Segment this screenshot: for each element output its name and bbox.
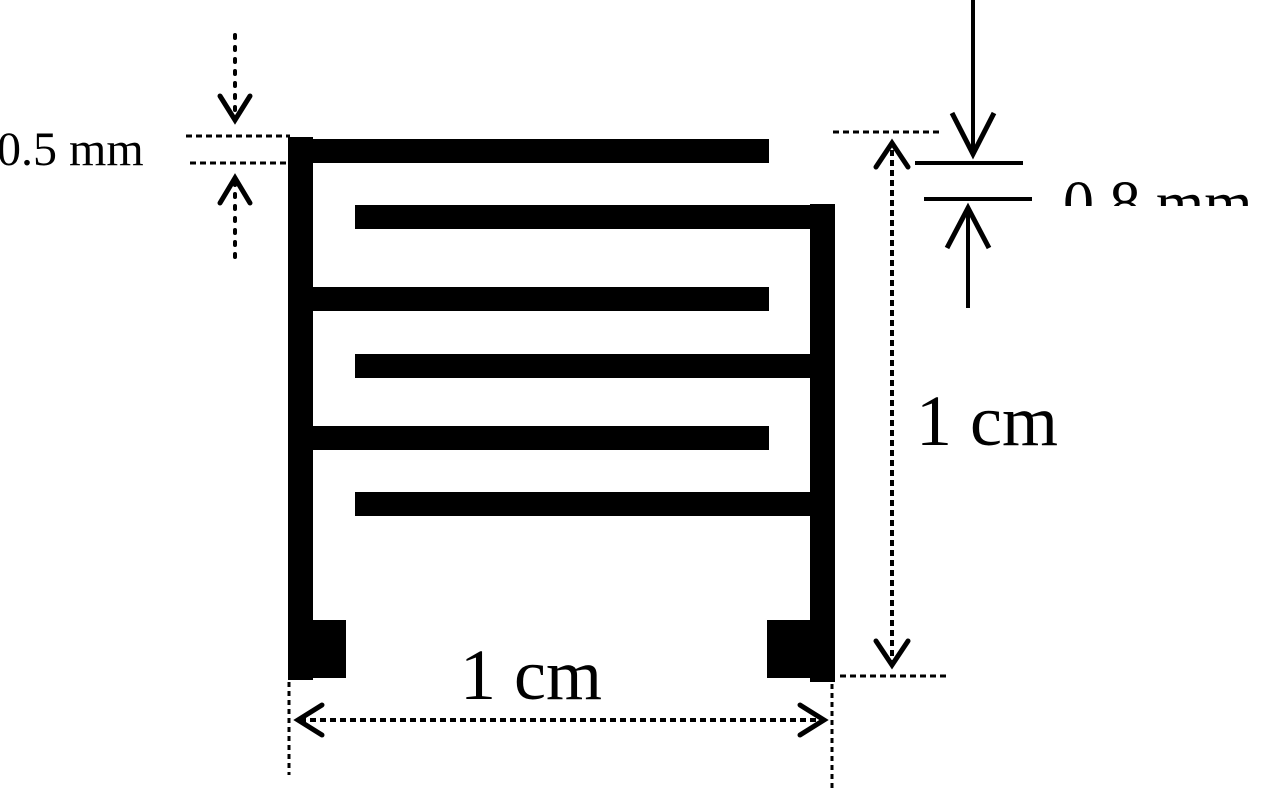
finger-gap-dimension xyxy=(915,0,1032,308)
finger-gap-label: 0.8 mm xyxy=(1063,170,1252,238)
left-bus xyxy=(288,137,313,680)
electrode-left xyxy=(288,137,769,680)
left-finger-3 xyxy=(300,426,769,450)
left-pad xyxy=(288,620,346,678)
finger-width-label: 0.5 mm xyxy=(0,123,144,176)
height-dimension xyxy=(833,130,948,678)
left-finger-2 xyxy=(300,287,769,311)
right-finger-1 xyxy=(355,205,825,229)
height-label: 1 cm xyxy=(916,381,1058,461)
width-label: 1 cm xyxy=(460,635,602,715)
right-bus xyxy=(810,204,835,682)
left-finger-1 xyxy=(300,139,769,163)
right-finger-3 xyxy=(355,492,825,516)
finger-width-dimension xyxy=(186,33,290,267)
right-finger-2 xyxy=(355,354,825,378)
width-dimension xyxy=(287,682,834,790)
right-pad xyxy=(767,620,835,678)
electrode-right xyxy=(355,204,835,682)
